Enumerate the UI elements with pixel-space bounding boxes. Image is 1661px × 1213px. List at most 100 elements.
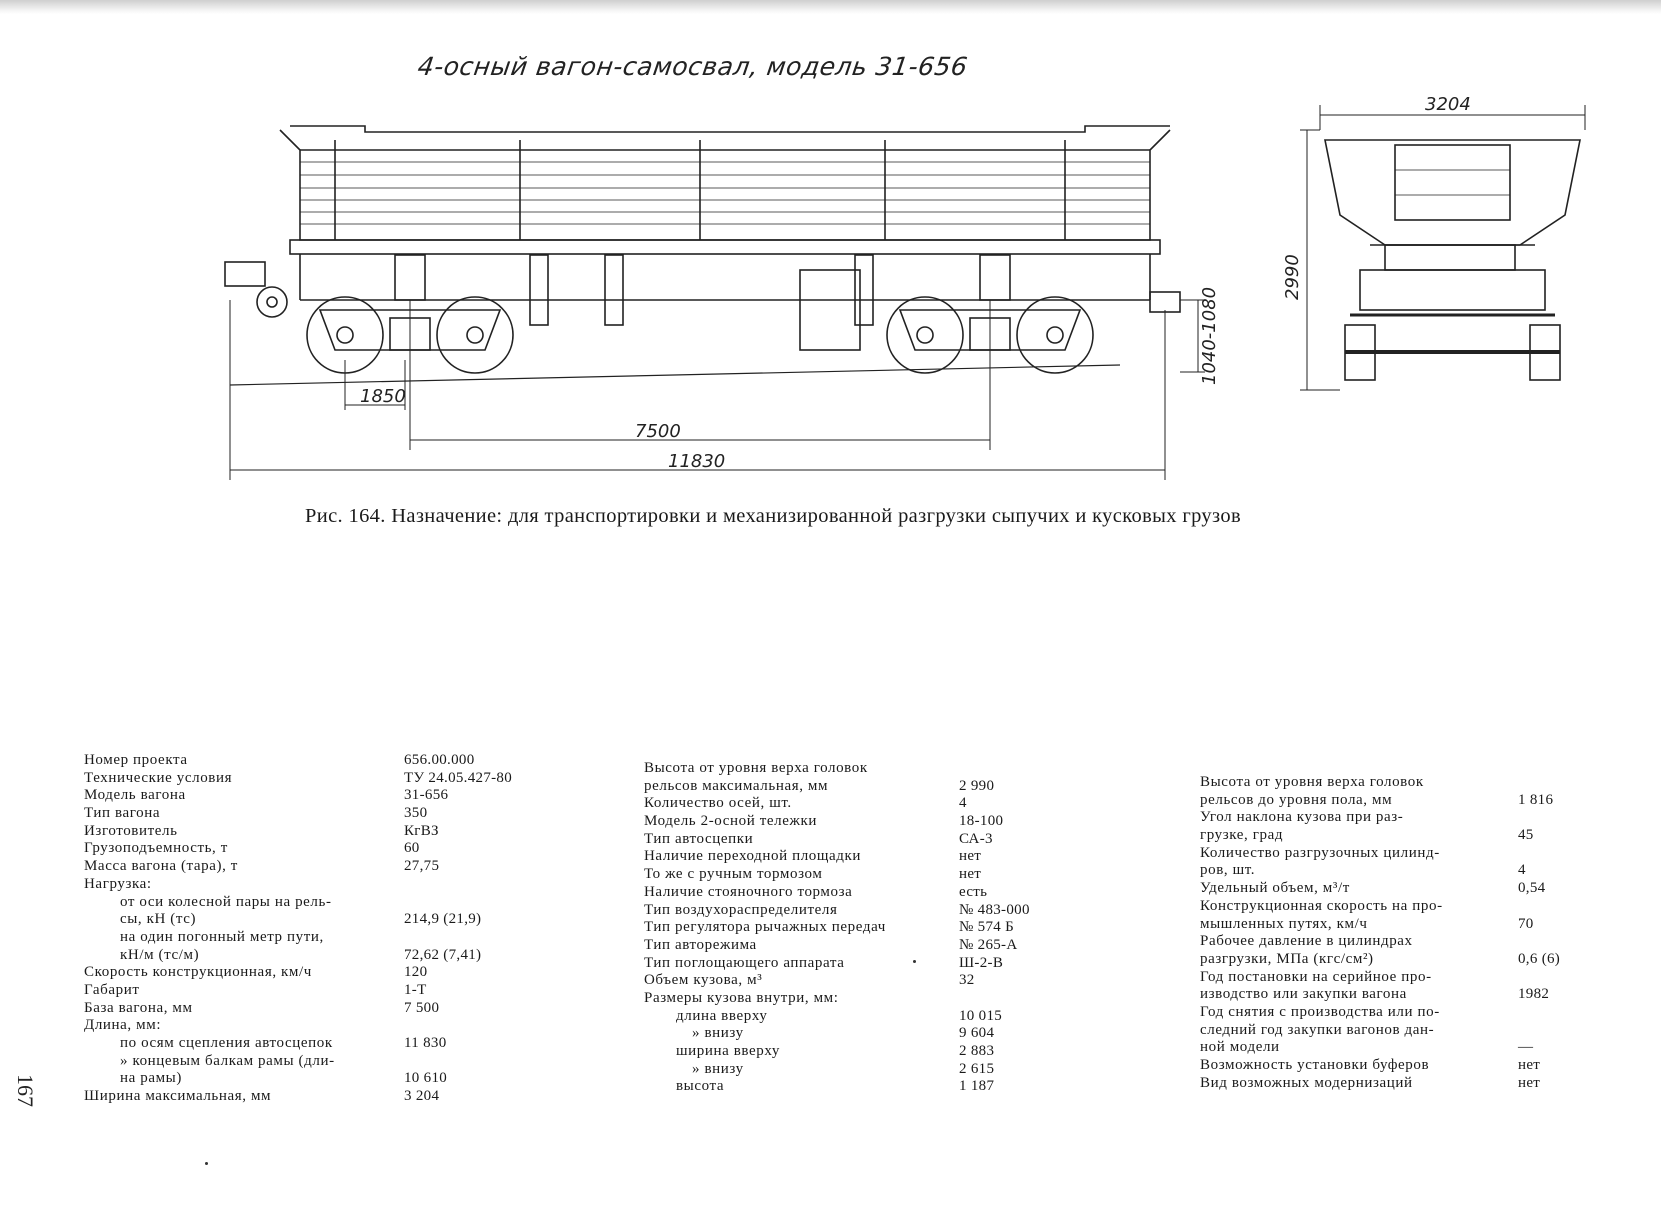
spec-label: Номер проекта [84,752,188,768]
spec-value: 10 610 [404,1070,448,1087]
spec-row: Грузоподъемность, т 60 [84,840,504,858]
spec-value: нет [959,848,982,865]
spec-row: Длина, мм: [84,1017,504,1035]
spec-row: Возможность установки буферов нет [1200,1057,1620,1075]
page-number: 167 [13,1074,38,1107]
spec-row: Наличие переходной площадки нет [644,848,1064,866]
spec-row: Количество разгрузочных цилинд- [1200,845,1620,863]
spec-value: № 574 Б [959,919,1015,936]
spec-value: 31-656 [404,787,449,804]
spec-value: ТУ 24.05.427-80 [404,769,513,786]
spec-row: Размеры кузова внутри, мм: [644,990,1064,1008]
spec-label: Модель вагона [84,787,186,804]
figure-caption: Рис. 164. Назначение: для транспортировк… [305,505,1241,527]
spec-row: следний год закупки вагонов дан- [1200,1022,1620,1040]
spec-label: Габарит [84,981,140,998]
spec-label: сы, кН (тс) [120,911,197,928]
spec-label: Наличие переходной площадки [644,848,862,865]
spec-row: разгрузки, МПа (кгс/см²) 0,6 (6) [1200,951,1620,969]
spec-value: 70 [1518,915,1534,932]
spec-label: следний год закупки вагонов дан- [1200,1021,1435,1038]
spec-label: рельсов до уровня пола, мм [1200,791,1393,808]
spec-row: Количество осей, шт. 4 [644,795,1064,813]
spec-value: Ш-2-В [959,954,1004,971]
spec-value: 4 [1518,862,1526,879]
spec-value: 3 204 [404,1088,440,1105]
spec-row: Конструкционная скорость на про- [1200,898,1620,916]
spec-label: Тип авторежима [644,936,757,953]
dim-coupler-height: 1040-1080 [1199,287,1220,385]
spec-label: Длина, мм: [84,1017,162,1034]
spec-row: Тип авторежима № 265-А [644,937,1064,955]
spec-label: Тип автосцепки [644,830,754,847]
spec-label: Высота от уровня верха головок [1200,774,1424,790]
spec-label: Скорость конструкционная, км/ч [84,964,312,981]
spec-value: 60 [404,840,420,857]
spec-value: 9 604 [959,1025,995,1042]
spec-label: рельсов максимальная, мм [644,777,829,794]
spec-label: Возможность установки буферов [1200,1057,1430,1073]
spec-value: 0,6 (6) [1518,950,1561,967]
spec-label: кН/м (тс/м) [120,946,200,963]
spec-value: есть [959,883,988,900]
spec-label: Тип поглощающего аппарата [644,954,845,971]
spec-label: Грузоподъемность, т [84,840,228,857]
spec-row: кН/м (тс/м) 72,62 (7,41) [84,947,504,965]
spec-row: на рамы)10 610 [84,1070,504,1088]
spec-row: Модель вагона 31-656 [84,787,504,805]
spec-value: 350 [404,805,428,822]
spec-label: Рабочее давление в цилиндрах [1200,933,1413,950]
spec-row: ной модели— [1200,1039,1620,1057]
spec-label: Угол наклона кузова при раз- [1200,809,1404,826]
spec-column-2: Высота от уровня верха головок рельсов м… [644,760,1064,1096]
spec-value: 2 883 [959,1043,995,1059]
spec-label: Год снятия с производства или по- [1200,1003,1440,1020]
spec-value: 1 187 [959,1078,995,1095]
scan-speck [913,960,916,963]
spec-value: 656.00.000 [404,752,475,768]
spec-value: 72,62 (7,41) [404,946,482,963]
spec-value: 10 015 [959,1007,1003,1024]
spec-value: нет [1518,1057,1541,1073]
spec-row: Ширина максимальная, мм 3 204 [84,1088,504,1106]
spec-value: № 265-А [959,936,1018,953]
spec-value: 0,54 [1518,880,1546,897]
spec-label: ров, шт. [1200,862,1256,879]
spec-column-3: Высота от уровня верха головок рельсов д… [1200,774,1620,1092]
spec-row: Угол наклона кузова при раз- [1200,809,1620,827]
spec-label: высота [676,1078,725,1095]
spec-label: Ширина максимальная, мм [84,1088,272,1105]
spec-value: 2 990 [959,777,995,794]
spec-row: Тип регулятора рычажных передач № 574 Б [644,919,1064,937]
spec-label: от оси колесной пары на рель- [120,893,332,910]
spec-row: Нагрузка: [84,876,504,894]
spec-row: рельсов максимальная, мм 2 990 [644,778,1064,796]
spec-row: ров, шт. 4 [1200,862,1620,880]
spec-label: разгрузки, МПа (кгс/см²) [1200,950,1374,967]
spec-value: 214,9 (21,9) [404,911,482,928]
spec-label: » внизу [692,1060,744,1077]
spec-label: ной модели [1200,1039,1280,1056]
spec-label: Количество осей, шт. [644,795,792,812]
spec-value: № 483-000 [959,901,1030,918]
spec-label: То же с ручным тормозом [644,866,823,883]
spec-label: Масса вагона (тара), т [84,858,238,875]
spec-value: 45 [1518,827,1534,844]
spec-label: Тип регулятора рычажных передач [644,919,886,936]
spec-value: 4 [959,795,967,812]
